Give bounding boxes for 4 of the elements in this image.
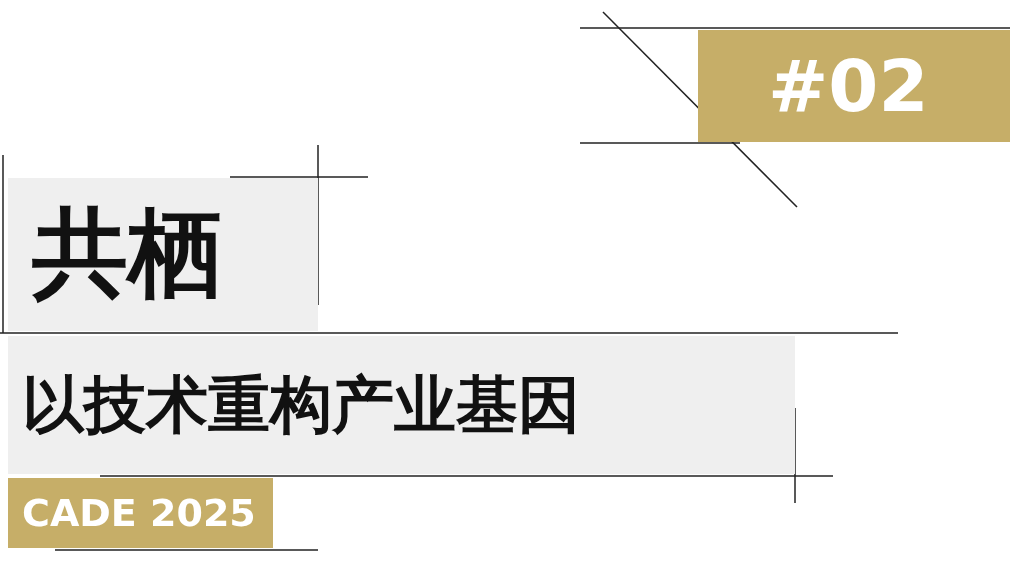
number-tag: #02 [698, 30, 1010, 142]
event-tag: CADE 2025 [8, 478, 273, 548]
subtitle-banner: 以技术重构产业基因 [8, 336, 795, 474]
heading-banner: 共栖 [8, 178, 318, 331]
